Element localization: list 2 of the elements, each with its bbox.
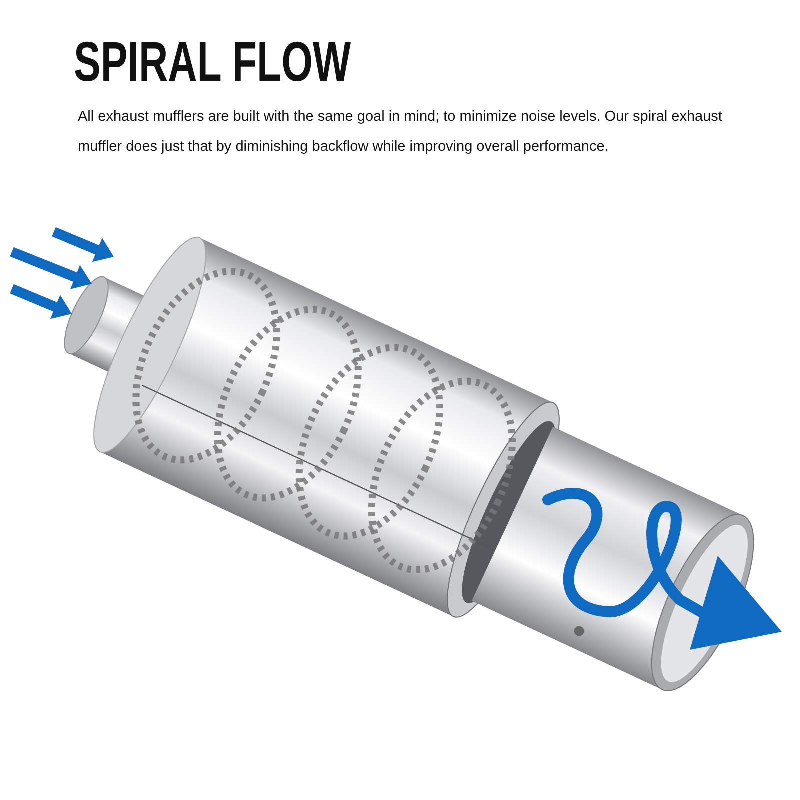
description-text: All exhaust mufflers are built with the same goal in mind; to minimize noise levels. Our spiral exhaust muffler does just that by diminishing backflow while improving overall performance. <box>78 108 724 157</box>
title: SPIRAL FLOW <box>74 34 351 90</box>
